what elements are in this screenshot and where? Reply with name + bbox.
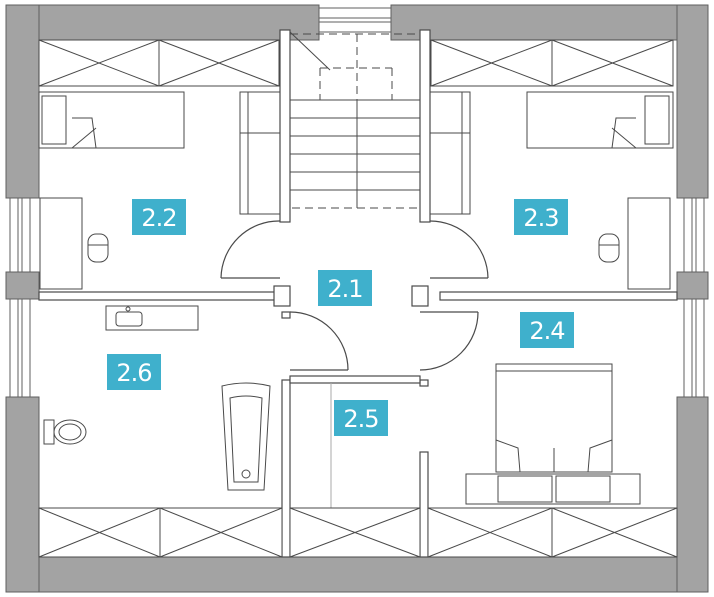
wardrobe-icon [38,507,678,558]
svg-text:2.5: 2.5 [343,405,378,433]
bed-icon [465,363,641,505]
room-label-2-3: 2.3 [514,199,568,235]
window-icon [9,197,31,398]
window-icon [683,197,705,398]
svg-text:2.2: 2.2 [141,204,176,232]
svg-text:2.3: 2.3 [523,204,558,232]
svg-text:2.4: 2.4 [529,317,564,345]
svg-text:2.1: 2.1 [327,275,362,303]
room-label-2-2: 2.2 [132,199,186,235]
room-2-3 [429,39,674,290]
chair-icon [87,233,109,263]
stairs-icon [289,31,420,209]
desk-icon [627,197,671,290]
wardrobe-icon [38,39,280,87]
sink-icon [105,305,199,331]
window-icon [318,7,392,33]
room-label-2-5: 2.5 [334,400,388,436]
desk-icon [39,197,83,290]
chair-icon [598,233,620,263]
wardrobe-icon [430,39,674,87]
bed-icon [38,91,185,149]
room-2-6 [43,305,271,491]
room-label-2-6: 2.6 [107,354,161,390]
interior-walls [38,29,678,558]
toilet-icon [43,419,87,445]
bathtub-icon [221,382,271,491]
room-label-2-1: 2.1 [318,270,372,306]
room-2-2 [38,39,281,290]
room-2-4 [465,363,641,505]
door-swing-icon [220,220,489,371]
bed-icon [526,91,674,149]
room-label-2-4: 2.4 [520,312,574,348]
svg-text:2.6: 2.6 [116,359,151,387]
